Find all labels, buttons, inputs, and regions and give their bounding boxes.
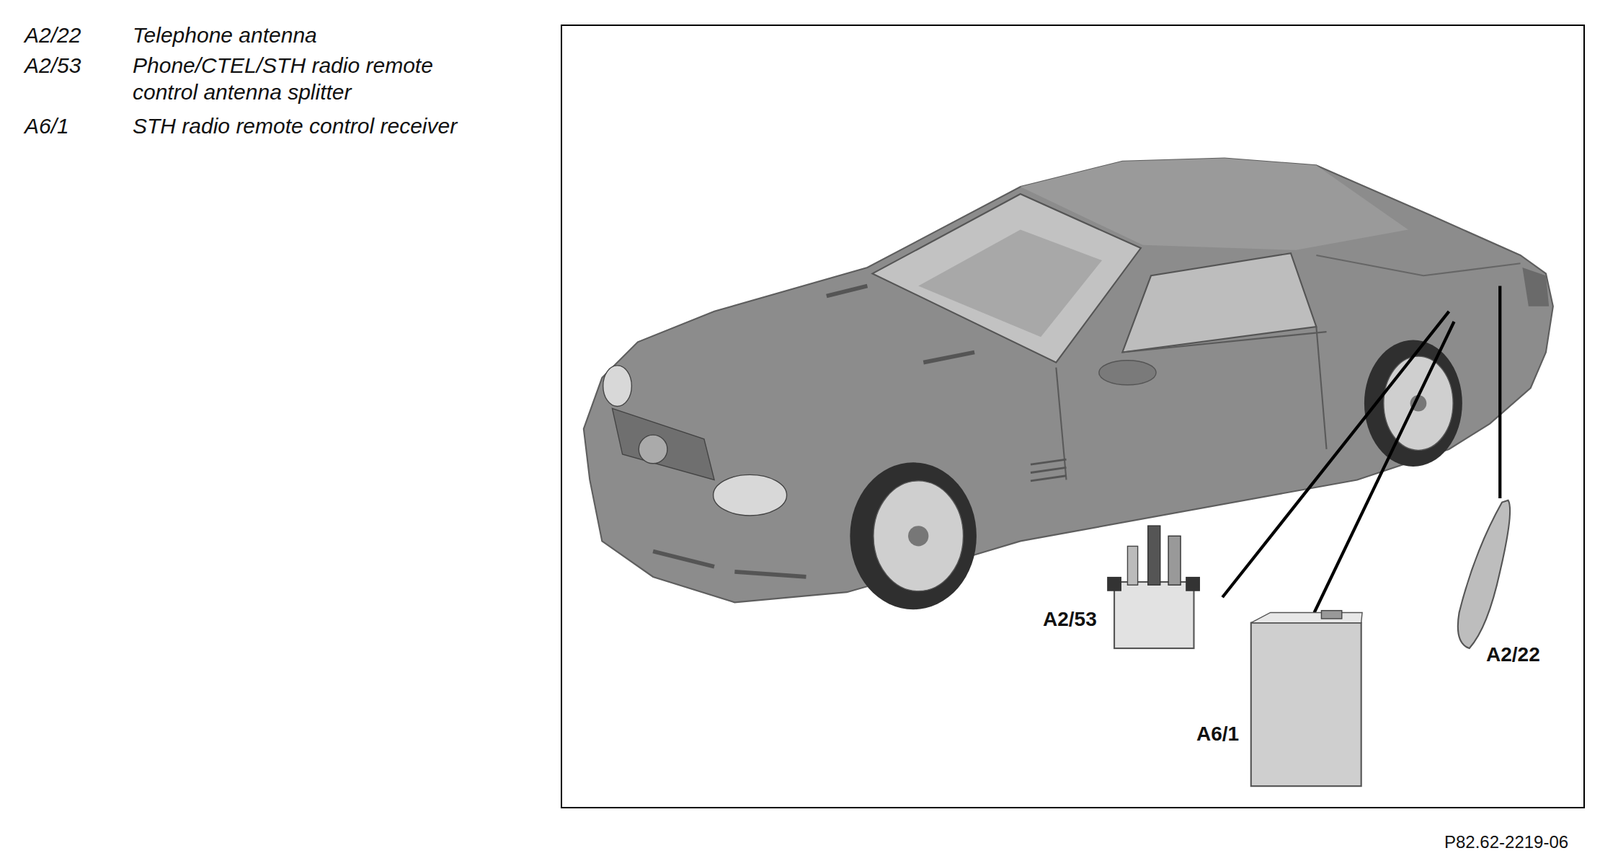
headlight [603, 365, 633, 407]
door-line [1055, 326, 1327, 480]
part-code: A6/1 [24, 112, 70, 140]
leader-line [1314, 321, 1455, 613]
frame [561, 25, 1585, 808]
connector [1148, 525, 1161, 585]
part-code: A2/22 [24, 21, 81, 49]
callout-label: A2/22 [1486, 642, 1541, 667]
rim [873, 480, 964, 591]
emblem [638, 434, 668, 464]
receiver-part [1251, 622, 1362, 787]
car-drawing [583, 157, 1554, 786]
clip [1185, 576, 1200, 591]
antenna-part [1458, 500, 1510, 648]
interior [918, 229, 1102, 338]
rim [1383, 356, 1453, 450]
figure-code: P82.62-2219-06 [1444, 830, 1569, 853]
callout-label: A2/53 [1042, 606, 1097, 632]
tail-light [1522, 267, 1549, 307]
side-vent [1030, 459, 1067, 481]
hood-vent [826, 285, 975, 362]
hub [908, 525, 929, 546]
wheel [849, 461, 977, 610]
part-description: Phone/CTEL/STH radio remote control ante… [132, 51, 479, 106]
windshield [872, 193, 1141, 363]
connector [1127, 545, 1138, 585]
splitter-part [1114, 581, 1194, 648]
mirror [1099, 360, 1157, 385]
side-window [1122, 252, 1317, 352]
car-body [583, 157, 1554, 602]
part-description: STH radio remote control receiver [132, 112, 457, 140]
callout-label: A6/1 [1196, 721, 1239, 746]
headlight [713, 474, 788, 516]
leader-line [1222, 311, 1449, 597]
part-description: Telephone antenna [132, 21, 318, 49]
clip [1107, 576, 1122, 591]
connector [1168, 535, 1181, 585]
grille [611, 407, 715, 480]
receiver-top [1251, 611, 1363, 622]
trunk-line [1316, 255, 1520, 276]
receiver-plug [1321, 610, 1342, 619]
part-code: A2/53 [24, 51, 81, 79]
leader-line [1498, 285, 1502, 498]
bumper-slot [652, 551, 806, 577]
